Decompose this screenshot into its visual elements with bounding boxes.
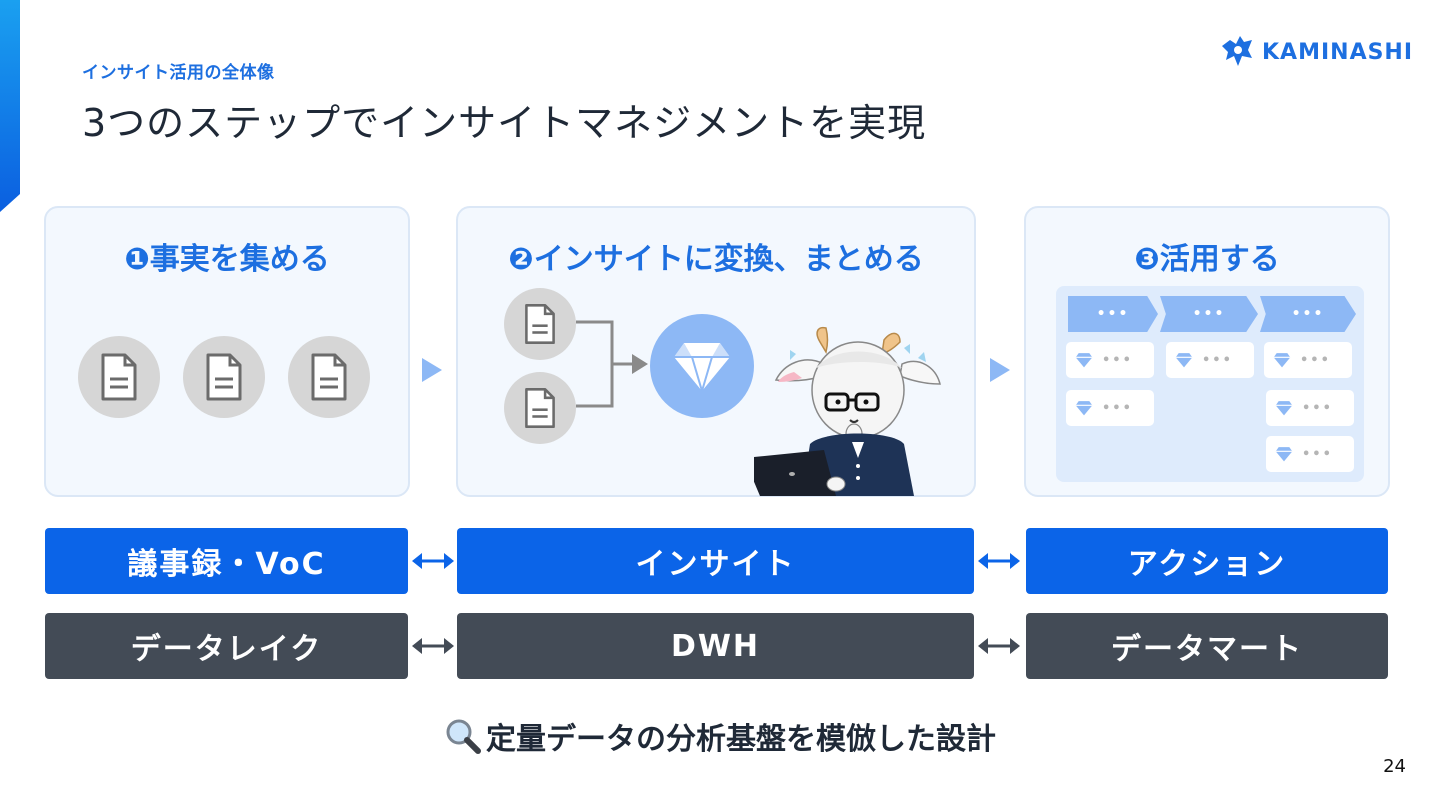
step-title-use: ❸活用する	[1026, 234, 1388, 278]
double-arrow-icon	[410, 549, 456, 573]
double-arrow-icon	[410, 634, 456, 658]
document-icon	[288, 336, 370, 418]
label-action: アクション	[1026, 528, 1388, 594]
label-data-lake: データレイク	[45, 613, 408, 679]
step-panel-convert: ❷インサイトに変換、まとめる	[456, 206, 976, 497]
kanban-card: •••	[1166, 342, 1254, 378]
arrow-right-icon	[422, 358, 442, 382]
card-label: •••	[1102, 353, 1133, 368]
accent-bar	[0, 0, 20, 212]
double-arrow-icon	[976, 634, 1022, 658]
kanban-card: •••	[1066, 390, 1154, 426]
label-insight: インサイト	[457, 528, 974, 594]
brand-logo: KAMINASHI	[1218, 32, 1413, 72]
footer-note-text: 定量データの分析基盤を模倣した設計	[486, 714, 996, 758]
gem-icon	[1074, 352, 1094, 368]
label-dwh: DWH	[457, 613, 974, 679]
merge-connector	[576, 318, 650, 414]
kanban-card: •••	[1264, 342, 1352, 378]
goat-logo-icon	[1218, 32, 1258, 72]
kanban-column-header: •••	[1260, 296, 1356, 332]
double-arrow-icon	[976, 549, 1022, 573]
card-label: •••	[1302, 401, 1333, 416]
label-minutes-voc: 議事録・VoC	[45, 528, 408, 594]
kanban-card: •••	[1066, 342, 1154, 378]
step-panel-collect: ❶事実を集める	[44, 206, 410, 497]
document-icon	[183, 336, 265, 418]
goat-mascot	[754, 324, 954, 496]
step-title-convert: ❷インサイトに変換、まとめる	[458, 234, 974, 278]
card-label: •••	[1300, 353, 1331, 368]
card-label: •••	[1302, 447, 1333, 462]
section-subtitle: インサイト活用の全体像	[82, 58, 275, 83]
logo-text: KAMINASHI	[1262, 40, 1413, 65]
kanban-column-header: •••	[1068, 296, 1158, 332]
label-data-mart: データマート	[1026, 613, 1388, 679]
footer-note: 定量データの分析基盤を模倣した設計	[0, 714, 1440, 758]
gem-icon	[1274, 400, 1294, 416]
gem-icon	[1274, 446, 1294, 462]
kanban-card: •••	[1266, 436, 1354, 472]
gem-icon	[1174, 352, 1194, 368]
document-icon	[78, 336, 160, 418]
card-label: •••	[1202, 353, 1233, 368]
gem-icon	[1272, 352, 1292, 368]
document-icon	[504, 288, 576, 360]
magnifier-icon	[444, 717, 482, 755]
card-label: •••	[1102, 401, 1133, 416]
step-title-collect: ❶事実を集める	[46, 234, 408, 278]
gem-icon	[1074, 400, 1094, 416]
page-number: 24	[1383, 756, 1406, 777]
document-icon	[504, 372, 576, 444]
kanban-card: •••	[1266, 390, 1354, 426]
arrow-right-icon	[990, 358, 1010, 382]
page-title: 3つのステップでインサイトマネジメントを実現	[82, 92, 926, 147]
kanban-board: ••• ••• ••• ••• ••• ••• ••• ••• •••	[1056, 286, 1364, 482]
step-panel-use: ❸活用する ••• ••• ••• ••• ••• ••• ••• ••• ••…	[1024, 206, 1390, 497]
kanban-column-header: •••	[1160, 296, 1258, 332]
gem-icon	[650, 314, 754, 418]
